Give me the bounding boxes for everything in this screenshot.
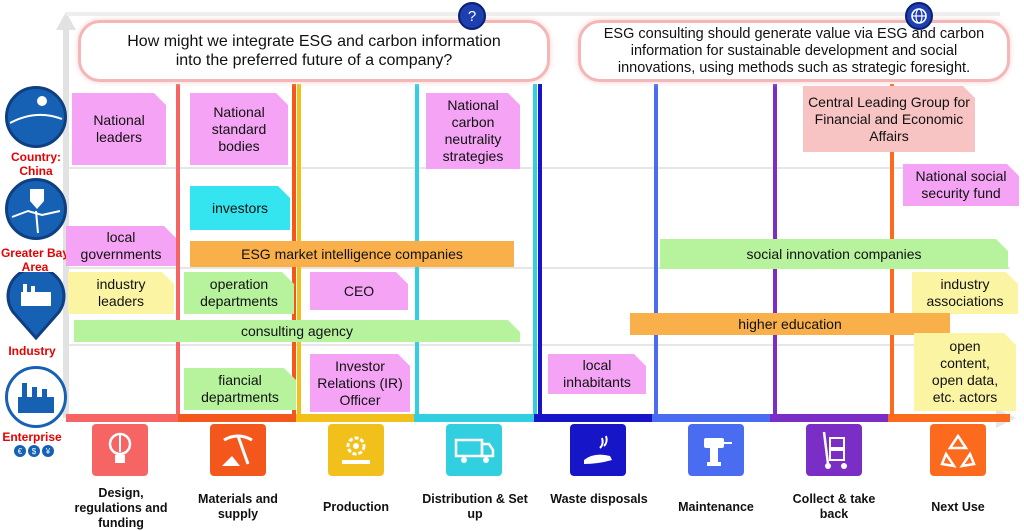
- band-esg-market-intelligence: ESG market intelligence companies: [190, 241, 514, 267]
- stage-tile-next-use: [930, 424, 986, 476]
- note-national-leaders: National leaders: [72, 93, 166, 165]
- level-label-country: Country: China: [11, 150, 61, 178]
- recycle-icon: [940, 433, 976, 468]
- level-label-enterprise: Enterprise: [2, 430, 62, 444]
- note-national-social-security-fund: National social security fund: [903, 164, 1019, 206]
- delivery-van-icon: [454, 438, 495, 463]
- stage-line-maintenance: [654, 84, 658, 418]
- note-investors: investors: [190, 186, 290, 230]
- hand-truck-icon: [822, 431, 847, 469]
- note-ceo: CEO: [310, 272, 408, 310]
- stage-line-distribution-2: [533, 84, 537, 418]
- stage-line-design: [176, 84, 180, 418]
- band-consulting-agency: consulting agency: [74, 320, 520, 342]
- stage-label-collect: Collect & take back: [792, 492, 876, 521]
- globe-icon: [905, 2, 933, 30]
- stage-tile-maintenance: [688, 424, 744, 476]
- stage-label-distribution: Distribution & Set up: [422, 492, 528, 521]
- note-central-leading-group: Central Leading Group for Financial and …: [803, 86, 975, 152]
- stage-label-design: Design, regulations and funding: [74, 486, 168, 530]
- stage-tile-production: [328, 424, 384, 476]
- note-national-carbon-strategies: National carbon neutrality strategies: [426, 93, 520, 169]
- stage-tile-waste: [570, 424, 626, 476]
- stage-label-production: Production: [323, 500, 389, 514]
- level-label-greater-bay-area: Greater Bay Area: [0, 246, 70, 274]
- note-open-content-actors: open content, open data, etc. actors: [914, 333, 1016, 411]
- note-ir-officer: Investor Relations (IR) Officer: [310, 354, 410, 412]
- stage-tile-distribution: [446, 424, 502, 476]
- euro-icon: €: [14, 445, 26, 457]
- stage-label-next-use: Next Use: [931, 500, 985, 514]
- stage-label-maintenance: Maintenance: [678, 500, 754, 514]
- stage-tile-design: [92, 424, 148, 476]
- currency-badges: € $ ¥: [14, 445, 54, 457]
- stage-rail: [66, 414, 1010, 422]
- lightbulb-pencil-icon: [108, 432, 132, 463]
- stage-line-waste: [538, 84, 542, 418]
- note-industry-leaders: industry leaders: [68, 272, 174, 314]
- map-china-icon: [5, 86, 67, 148]
- stage-tile-collect: [806, 424, 862, 476]
- stage-label-materials: Materials and supply: [198, 492, 278, 521]
- band-higher-education: higher education: [630, 313, 950, 335]
- hand-dispose-icon: [584, 435, 612, 464]
- factory-icon: [5, 366, 67, 428]
- note-operation-departments: operation departments: [184, 272, 294, 314]
- pickaxe-icon: [222, 434, 253, 466]
- note-local-governments: local governments: [66, 226, 176, 266]
- drill-icon: [704, 438, 732, 466]
- question-mark-icon: ?: [458, 2, 486, 30]
- note-national-standard-bodies: National standard bodies: [190, 93, 288, 165]
- dollar-icon: $: [28, 445, 40, 457]
- stage-tile-materials: [210, 424, 266, 476]
- factory-pin-icon: [5, 266, 67, 341]
- guiding-question-left: How might we integrate ESG and carbon in…: [78, 20, 550, 82]
- map-pin-region-icon: [5, 178, 67, 240]
- note-fiancial-departments: fiancial departments: [184, 368, 296, 410]
- yen-icon: ¥: [42, 445, 54, 457]
- level-label-industry: Industry: [8, 344, 56, 358]
- gear-conveyor-icon: [342, 436, 370, 464]
- guiding-statement-right: ESG consulting should generate value via…: [578, 20, 1010, 82]
- stage-label-waste: Waste disposals: [550, 492, 648, 506]
- band-social-innovation-companies: social innovation companies: [660, 239, 1008, 269]
- note-industry-associations: industry associations: [912, 272, 1018, 314]
- note-local-inhabitants: local inhabitants: [548, 354, 646, 394]
